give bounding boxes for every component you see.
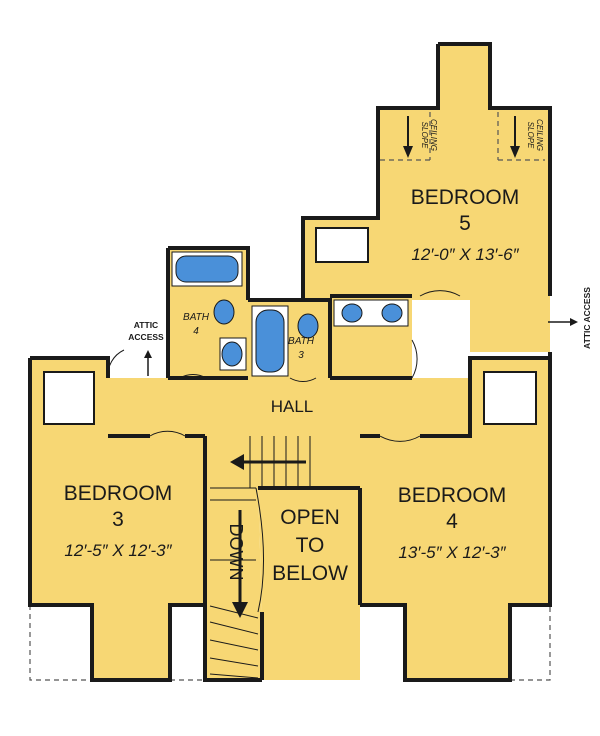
cutouts xyxy=(43,227,537,425)
bath3-number: 3 xyxy=(298,350,304,361)
stair-arrowhead-down xyxy=(232,602,248,618)
walls xyxy=(28,42,552,682)
labels: BEDROOM 5 12′-0″ X 13′-6″ BEDROOM 3 12′-… xyxy=(64,119,592,585)
bedroom4-floor xyxy=(360,358,550,680)
bedroom4-name: BEDROOM xyxy=(398,484,507,507)
bedroom4-closet xyxy=(483,371,537,425)
bath4-tub-basin xyxy=(175,255,239,283)
slope-left-line1: SLOPE xyxy=(420,122,429,149)
bedroom3-closet xyxy=(43,371,95,425)
bedroom4-number: 4 xyxy=(446,510,458,533)
fixtures xyxy=(171,251,409,377)
bath4-toilet xyxy=(221,341,243,367)
bath4-sink xyxy=(213,299,235,325)
bedroom3-floor xyxy=(30,358,205,680)
bedroom3-name: BEDROOM xyxy=(64,482,173,505)
bath4-number: 4 xyxy=(193,326,199,337)
hall-floor xyxy=(108,300,550,436)
slope-right-line1: SLOPE xyxy=(526,122,535,149)
bedroom3-number: 3 xyxy=(112,508,124,531)
projection-lines xyxy=(29,112,551,681)
bedroom5-name: BEDROOM xyxy=(411,186,520,209)
bath4-name: BATH xyxy=(183,312,210,323)
floor-areas xyxy=(30,44,550,680)
stair-floor xyxy=(205,436,360,680)
hall-label: HALL xyxy=(271,397,314,416)
door-swings xyxy=(107,290,461,442)
open-to-below-line1: OPEN xyxy=(280,506,340,529)
slope-left-line2: CEILING xyxy=(429,119,438,151)
bedroom4-size: 13′-5″ X 12′-3″ xyxy=(398,543,506,562)
bedroom5-niche-left xyxy=(315,227,369,263)
vanity-sink-left xyxy=(341,303,363,323)
bath3-toilet xyxy=(297,313,319,339)
open-to-below-floor xyxy=(258,488,360,680)
attic-access-left-line2: ACCESS xyxy=(128,332,164,342)
stair-arrows xyxy=(230,454,306,618)
stair-arrowhead-left xyxy=(230,454,244,470)
open-to-below-line2: TO xyxy=(296,534,325,557)
attic-access-right: ATTIC ACCESS xyxy=(582,287,592,349)
stairs-down-label: DOWN xyxy=(226,524,246,581)
slope-right-line2: CEILING xyxy=(535,119,544,151)
vanity-sink-right xyxy=(381,303,403,323)
bedroom3-size: 12′-5″ X 12′-3″ xyxy=(64,541,172,560)
bath3-name: BATH xyxy=(288,336,315,347)
bedroom5-size: 12′-0″ X 13′-6″ xyxy=(411,245,519,264)
bath3-tub-basin xyxy=(255,309,285,373)
bedroom5-number: 5 xyxy=(459,212,471,235)
attic-arrows xyxy=(144,318,578,376)
attic-access-left-line1: ATTIC xyxy=(134,320,158,330)
slope-arrows xyxy=(403,116,520,158)
stair-treads xyxy=(209,436,311,679)
open-to-below-line3: BELOW xyxy=(272,562,348,585)
